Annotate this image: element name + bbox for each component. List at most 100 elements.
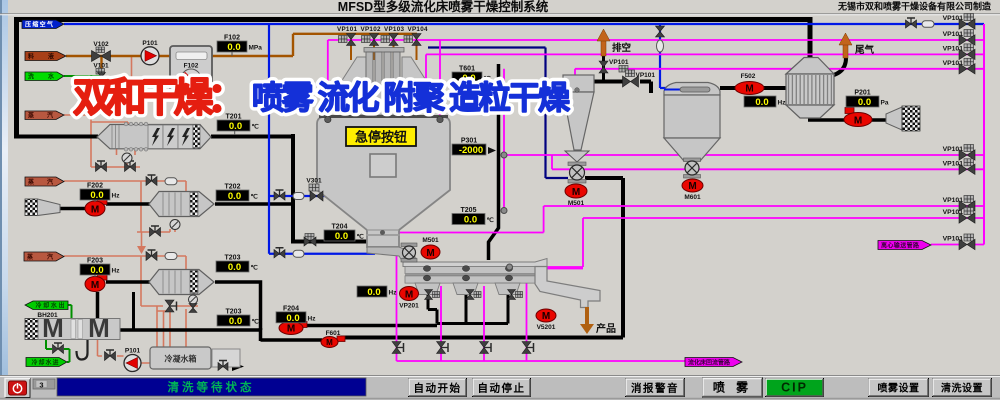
svg-text:排空: 排空 xyxy=(612,42,632,54)
svg-text:M501: M501 xyxy=(568,200,585,207)
svg-text:M: M xyxy=(572,187,580,198)
svg-text:0.0: 0.0 xyxy=(464,215,477,226)
svg-text:V301: V301 xyxy=(306,178,322,185)
svg-text:℃: ℃ xyxy=(251,193,259,201)
svg-text:0.0: 0.0 xyxy=(858,97,871,108)
svg-text:VP101: VP101 xyxy=(943,45,964,52)
svg-text:BH201: BH201 xyxy=(37,312,58,319)
svg-text:消报警音: 消报警音 xyxy=(631,382,679,395)
svg-text:0.0: 0.0 xyxy=(335,231,348,242)
svg-text:M: M xyxy=(42,313,64,343)
svg-text:0.0: 0.0 xyxy=(286,313,299,324)
svg-text:P101: P101 xyxy=(125,348,141,355)
svg-text:VP101: VP101 xyxy=(943,31,964,38)
svg-text:流化床回流管路: 流化床回流管路 xyxy=(688,359,731,367)
svg-text:VP101: VP101 xyxy=(609,59,629,66)
svg-text:M: M xyxy=(326,338,333,347)
svg-text:自动停止: 自动停止 xyxy=(478,382,526,395)
svg-text:T202: T202 xyxy=(225,184,241,191)
svg-text:VP101: VP101 xyxy=(943,236,964,243)
svg-text:℃: ℃ xyxy=(484,75,492,83)
svg-text:0.0: 0.0 xyxy=(90,265,103,276)
svg-text:MPa: MPa xyxy=(249,45,263,52)
svg-text:自动开始: 自动开始 xyxy=(414,382,462,395)
svg-text:P201: P201 xyxy=(854,90,870,97)
svg-text:Pa: Pa xyxy=(881,100,889,107)
svg-text:-2000: -2000 xyxy=(459,145,483,156)
svg-text:尾气: 尾气 xyxy=(854,44,875,56)
svg-text:M: M xyxy=(854,115,862,126)
svg-text:M: M xyxy=(91,280,99,291)
svg-text:VP101: VP101 xyxy=(943,15,964,22)
svg-text:无锡市双和喷雾干燥设备有限公司制造: 无锡市双和喷雾干燥设备有限公司制造 xyxy=(837,1,992,12)
svg-text:M: M xyxy=(426,248,434,259)
svg-text:V5201: V5201 xyxy=(537,324,556,331)
svg-text:离心输送管路: 离心输送管路 xyxy=(881,242,920,250)
svg-text:0.0: 0.0 xyxy=(228,191,241,202)
svg-text:℃: ℃ xyxy=(487,216,495,224)
svg-text:Hz: Hz xyxy=(112,268,121,275)
svg-text:F102: F102 xyxy=(184,63,199,70)
svg-text:℃: ℃ xyxy=(252,123,260,131)
svg-text:0.0: 0.0 xyxy=(229,121,242,132)
svg-text:冷凝水箱: 冷凝水箱 xyxy=(165,354,197,364)
svg-text:M: M xyxy=(405,289,413,300)
svg-text:0.0: 0.0 xyxy=(229,316,242,327)
svg-text:M501: M501 xyxy=(422,237,439,244)
svg-text:双和干燥：: 双和干燥： xyxy=(73,76,247,120)
svg-text:T203: T203 xyxy=(226,309,242,316)
svg-text:喷 雾: 喷 雾 xyxy=(713,380,752,395)
svg-text:Hz: Hz xyxy=(778,100,787,107)
svg-text:T204: T204 xyxy=(332,224,348,231)
svg-text:MFSD型多级流化床喷雾干燥控制系统: MFSD型多级流化床喷雾干燥控制系统 xyxy=(338,0,549,14)
svg-text:3: 3 xyxy=(39,380,43,389)
svg-text:VP201: VP201 xyxy=(399,303,419,310)
svg-text:T205: T205 xyxy=(461,207,477,214)
svg-text:Hz: Hz xyxy=(308,315,317,322)
svg-text:V101: V101 xyxy=(93,63,109,70)
svg-text:双和干燥：: 双和干燥： xyxy=(73,76,247,120)
svg-text:M: M xyxy=(688,181,696,192)
svg-text:F203: F203 xyxy=(87,258,103,265)
svg-text:F204: F204 xyxy=(283,305,299,312)
svg-text:M: M xyxy=(745,84,753,95)
svg-text:F601: F601 xyxy=(326,330,341,337)
svg-text:M: M xyxy=(287,324,295,335)
svg-text:Hz: Hz xyxy=(112,193,121,200)
svg-text:0.0: 0.0 xyxy=(90,190,103,201)
svg-text:M: M xyxy=(542,311,550,322)
svg-text:M: M xyxy=(91,205,99,216)
svg-text:急停按钮: 急停按钮 xyxy=(355,130,407,145)
svg-text:喷雾设置: 喷雾设置 xyxy=(878,382,920,395)
svg-text:VP101: VP101 xyxy=(943,146,964,153)
svg-text:CIP: CIP xyxy=(781,381,808,395)
svg-text:0.0: 0.0 xyxy=(367,287,380,298)
svg-text:冷却水出: 冷却水出 xyxy=(36,302,65,310)
svg-text:清洗设置: 清洗设置 xyxy=(941,382,983,395)
svg-text:Hz: Hz xyxy=(389,290,398,297)
svg-text:喷雾 流化 附聚 造粒干燥: 喷雾 流化 附聚 造粒干燥 xyxy=(252,80,571,116)
svg-text:VP102: VP102 xyxy=(361,26,381,33)
svg-text:VP101: VP101 xyxy=(943,197,964,204)
svg-text:℃: ℃ xyxy=(252,318,260,326)
svg-text:M601: M601 xyxy=(684,194,701,201)
svg-text:P301: P301 xyxy=(461,138,477,145)
svg-text:冷却水进: 冷却水进 xyxy=(32,359,59,367)
svg-text:F502: F502 xyxy=(741,73,756,80)
svg-text:T601: T601 xyxy=(459,66,475,73)
svg-text:P101: P101 xyxy=(142,40,158,47)
svg-text:VP101: VP101 xyxy=(636,72,656,79)
svg-text:T203: T203 xyxy=(225,255,241,262)
svg-text:T201: T201 xyxy=(226,114,242,121)
svg-text:0.0: 0.0 xyxy=(228,262,241,273)
svg-text:VP104: VP104 xyxy=(408,26,428,33)
svg-text:V102: V102 xyxy=(93,41,109,48)
svg-text:VP101: VP101 xyxy=(943,209,964,216)
svg-text:℃: ℃ xyxy=(357,233,365,241)
svg-text:M: M xyxy=(88,313,110,343)
svg-text:0.0: 0.0 xyxy=(755,97,768,108)
svg-text:℃: ℃ xyxy=(251,264,259,272)
svg-text:0.0: 0.0 xyxy=(462,73,475,84)
svg-text:清洗等待状态: 清洗等待状态 xyxy=(168,380,255,394)
svg-text:VP101: VP101 xyxy=(337,26,357,33)
